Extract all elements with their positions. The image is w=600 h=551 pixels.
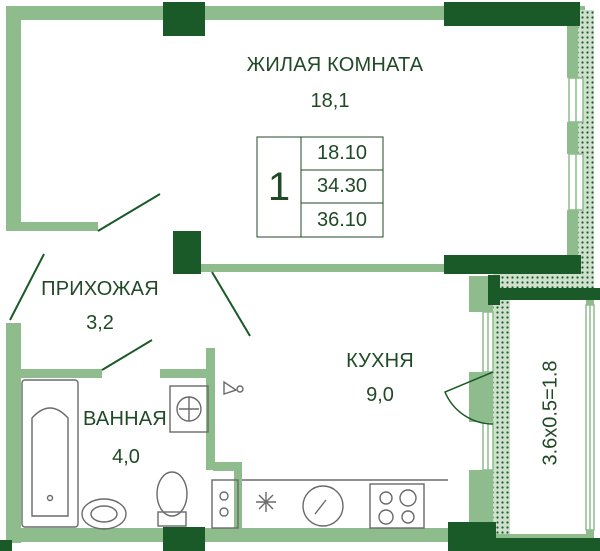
wall-partition: [195, 264, 455, 272]
wall-hall-left: [6, 323, 21, 543]
column-right-mid: [444, 255, 581, 274]
bath-area: 4,0: [112, 446, 140, 468]
total-area-value: 34.30: [316, 175, 368, 197]
balcony-dimensions: 3.6x0.5=1.8: [539, 360, 562, 466]
wall-top: [6, 6, 585, 20]
column-balcony-top: [496, 288, 600, 300]
living-area-value: 18.10: [316, 142, 368, 164]
wall-bath-top2: [160, 369, 215, 378]
sink: [81, 498, 127, 530]
doors: [9, 193, 494, 425]
door-hall-left: [9, 253, 45, 321]
column-bottom-right: [448, 522, 496, 551]
kitchen-area: 9,0: [366, 384, 394, 406]
wall-kitchen-right2: [469, 372, 493, 422]
wall-bottom: [6, 528, 461, 542]
living-room-name: ЖИЛАЯ КОМНАТА: [246, 54, 424, 76]
wall-living-stub: [6, 222, 98, 231]
door-bath: [101, 339, 153, 371]
bath-fixtures: [21, 379, 244, 530]
door-swing-icon: [444, 371, 494, 425]
summary-table: 1 18.10 34.30 36.10: [257, 137, 383, 237]
snowflake-icon: [256, 492, 276, 512]
column-balcony-bottom: [496, 538, 600, 551]
column-top-right: [444, 2, 580, 26]
bathtub: [21, 379, 79, 528]
column-mid: [173, 231, 201, 274]
summary-table-lines: [256, 136, 384, 238]
kitchen-name: КУХНЯ: [346, 350, 414, 372]
boiler: [223, 380, 238, 395]
wall-shaft: [213, 462, 241, 471]
stove: [369, 483, 425, 529]
kitchen-fixtures: [211, 479, 448, 529]
wall-bath-right: [206, 348, 215, 470]
hall-area: 3,2: [86, 312, 114, 334]
wall-left-living: [6, 6, 21, 228]
column-bottom-left: [0, 540, 12, 551]
door-living: [97, 193, 161, 232]
toilet: [156, 471, 188, 517]
kitchen-sink: [302, 485, 344, 527]
column-top-1: [163, 2, 205, 36]
column-balcony-left-top: [488, 275, 500, 305]
hall-name: ПРИХОЖАЯ: [41, 278, 159, 300]
windows: [482, 77, 595, 531]
rooms-count: 1: [267, 164, 291, 209]
bath-name: ВАННАЯ: [83, 408, 167, 430]
balcony-area-value: 36.10: [316, 209, 368, 231]
washing-machine: [169, 385, 209, 433]
living-room-area: 18,1: [310, 90, 350, 112]
door-kitchen: [211, 271, 251, 337]
wall-bath-top: [6, 369, 102, 378]
column-bottom-mid: [163, 527, 205, 551]
wall-kitchen-right3: [469, 470, 493, 528]
